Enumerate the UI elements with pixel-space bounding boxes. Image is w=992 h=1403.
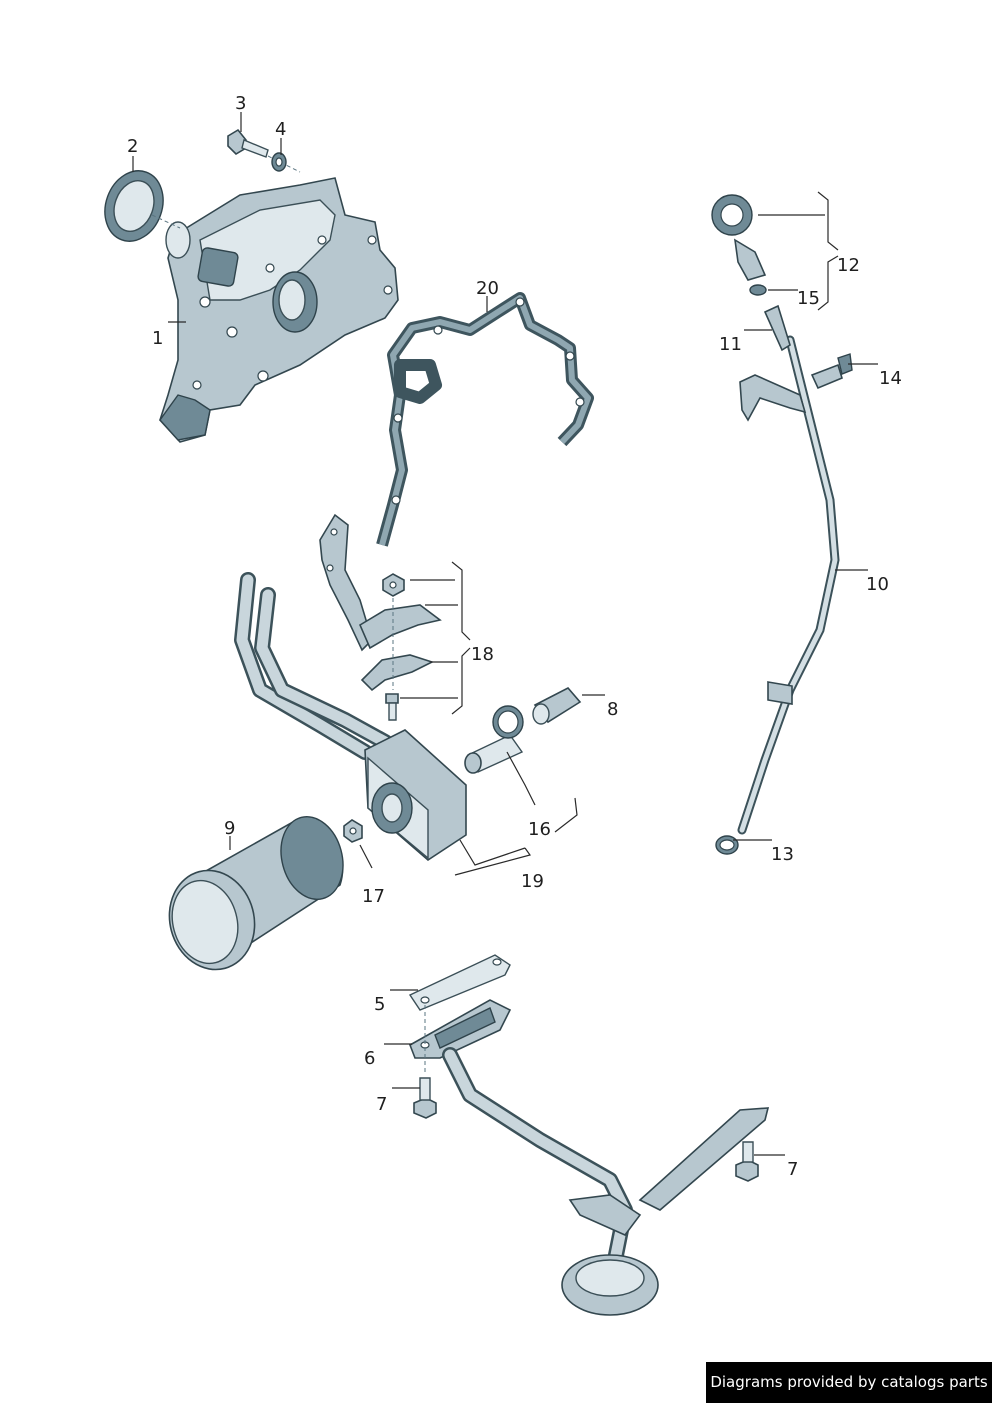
callout-labels: 1 2 3 4 5 6 7 7 8 9 10 11 12 13 14 15 16…	[127, 93, 902, 1180]
callout-3: 3	[235, 93, 246, 114]
callout-11: 11	[719, 334, 742, 355]
callout-18: 18	[471, 644, 494, 665]
part-20-gasket	[376, 292, 594, 547]
part-16-sieve	[464, 705, 524, 774]
callout-12: 12	[837, 255, 860, 276]
callout-9: 9	[224, 818, 235, 839]
part-18-bracket-set	[319, 513, 442, 721]
callout-10: 10	[866, 574, 889, 595]
callout-6: 6	[364, 1048, 375, 1069]
callout-14: 14	[879, 368, 902, 389]
part-9-oil-filter	[168, 815, 344, 971]
callout-16: 16	[528, 819, 551, 840]
part-3-bolt	[227, 128, 301, 173]
callout-8: 8	[607, 699, 618, 720]
part-4-washer	[271, 152, 287, 172]
callout-17: 17	[362, 886, 385, 907]
dipstick-assembly	[711, 194, 853, 855]
oil-pickup-assembly	[408, 954, 770, 1316]
callout-5: 5	[374, 994, 385, 1015]
part-8-plug	[532, 686, 582, 725]
callout-13: 13	[771, 844, 794, 865]
callout-19: 19	[521, 871, 544, 892]
part-19-oil-cooler	[364, 729, 467, 862]
callout-7-right: 7	[787, 1159, 798, 1180]
callout-2: 2	[127, 136, 138, 157]
callout-20: 20	[476, 278, 499, 299]
leader-lines	[132, 112, 878, 1156]
callout-4: 4	[275, 119, 286, 140]
callout-1: 1	[152, 328, 163, 349]
callout-15: 15	[797, 288, 820, 309]
part-1-oil-pump-housing	[159, 177, 399, 443]
part-17-nut	[343, 819, 363, 843]
callout-7-left: 7	[376, 1094, 387, 1115]
watermark-banner: Diagrams provided by catalogs parts	[706, 1362, 992, 1403]
part-2-seal-ring	[104, 170, 181, 242]
cooler-pipes	[234, 572, 393, 760]
